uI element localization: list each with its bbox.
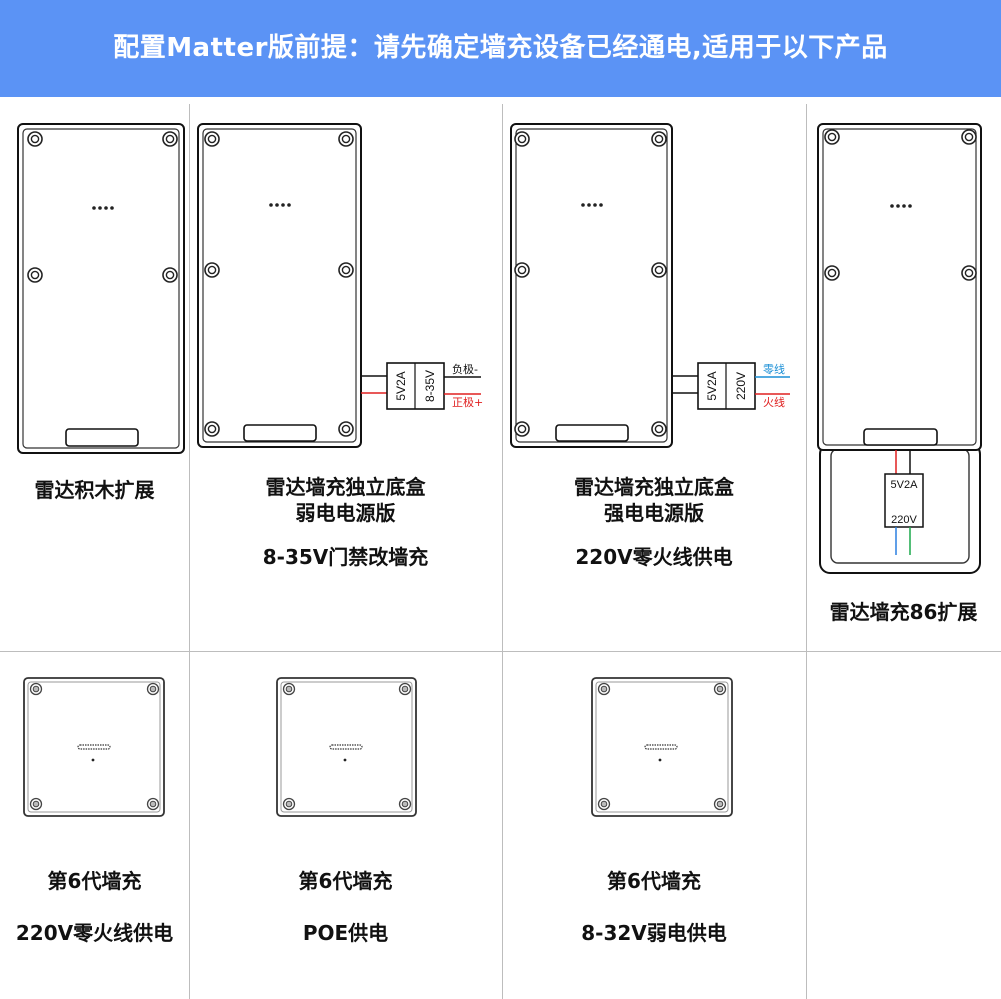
product-name: 雷达墙充86扩展	[829, 600, 978, 624]
device-radar-block-extension	[17, 123, 185, 454]
device-gen6-wall-220v	[23, 677, 165, 817]
grid-divider	[502, 104, 503, 999]
device-gen6-wall-low-voltage	[591, 677, 733, 817]
product-name: 雷达墙充独立底盒	[265, 475, 426, 499]
module-label-a: 5V2A	[891, 479, 919, 491]
grid-divider	[0, 651, 1001, 652]
device-radar-box-low-voltage	[197, 123, 481, 448]
module-label-b: 220V	[734, 372, 748, 400]
wire-label-neutral: 零线	[763, 362, 785, 376]
device-radar-box-high-voltage	[510, 123, 790, 448]
wire-label-live: 火线	[763, 395, 785, 409]
module-label-b: 220V	[891, 514, 917, 526]
product-power: 220V零火线供电	[575, 545, 733, 569]
product-power: POE供电	[302, 921, 389, 945]
module-label-a: 5V2A	[705, 371, 719, 400]
wire-label-negative: 负极-	[452, 362, 478, 376]
device-gen6-wall-poe	[276, 677, 417, 817]
product-power: 220V零火线供电	[15, 921, 174, 945]
product-name: 第6代墙充	[47, 869, 142, 893]
page-title: 配置Matter版前提：请先确定墙充设备已经通电,适用于以下产品	[113, 33, 888, 63]
product-name: 雷达积木扩展	[34, 478, 155, 502]
product-power: 8-32V弱电供电	[581, 921, 727, 945]
product-name: 雷达墙充独立底盒	[574, 475, 734, 499]
grid-divider	[189, 104, 190, 999]
module-label-a: 5V2A	[394, 371, 408, 400]
wire-label-positive: 正极+	[452, 395, 483, 409]
module-label-b: 8-35V	[423, 370, 437, 402]
product-power: 8-35V门禁改墙充	[262, 545, 429, 569]
header-banner	[0, 0, 1001, 97]
product-name: 第6代墙充	[298, 869, 393, 893]
product-name: 第6代墙充	[607, 869, 701, 893]
grid-divider	[806, 104, 807, 999]
product-subname: 强电电源版	[604, 501, 704, 525]
product-subname: 弱电电源版	[295, 501, 396, 525]
device-radar-86-extension	[817, 123, 982, 574]
